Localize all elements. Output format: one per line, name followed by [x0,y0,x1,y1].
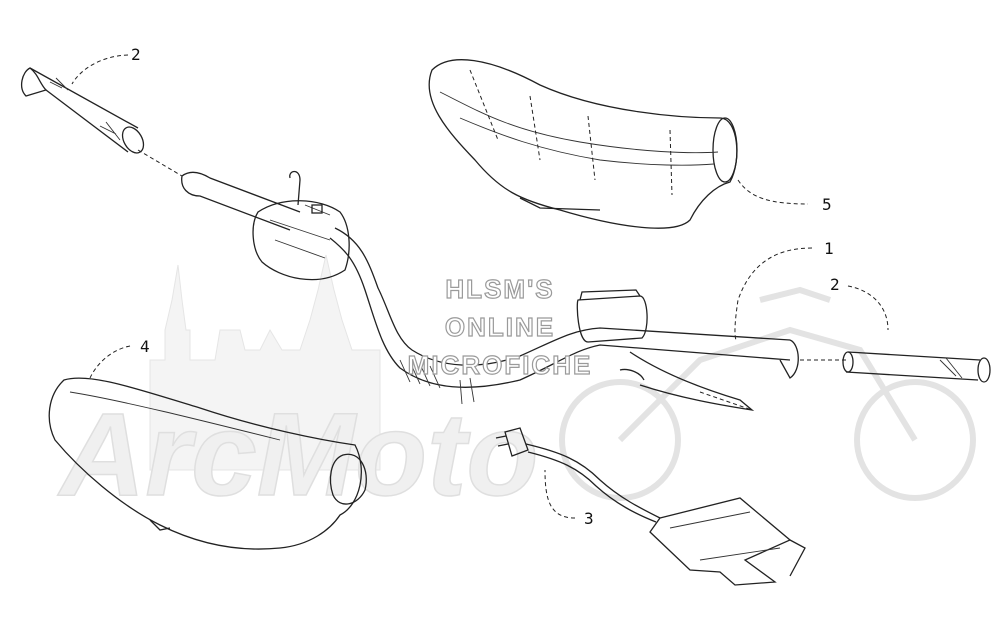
left-grip [20,67,145,154]
watermark-line-2: ONLINE [445,312,555,342]
callout-3: 3 [584,509,594,528]
callout-2-left: 2 [131,45,141,64]
callout-5: 5 [822,195,832,214]
heater-element-harness [495,427,806,586]
motorcycle-silhouette [559,286,976,501]
right-grip [842,351,991,383]
lower-handlebar-pad [48,377,367,550]
watermark-background: ArcMoto [56,254,976,522]
callout-2-right: 2 [830,275,840,294]
callout-1: 1 [824,239,834,258]
callout-4: 4 [140,337,150,356]
watermark-logo: ArcMoto [57,389,539,521]
watermark-line-1: HLSM'S [445,274,554,304]
watermark-line-3: MICROFICHE [408,350,593,380]
watermark-text: HLSM'S ONLINE MICROFICHE [407,273,593,380]
upper-handlebar-pad [428,59,738,229]
castle-silhouette [149,254,381,471]
callout-leaders [71,54,889,519]
alignment-line-left [137,149,183,177]
handlebar [181,170,799,412]
